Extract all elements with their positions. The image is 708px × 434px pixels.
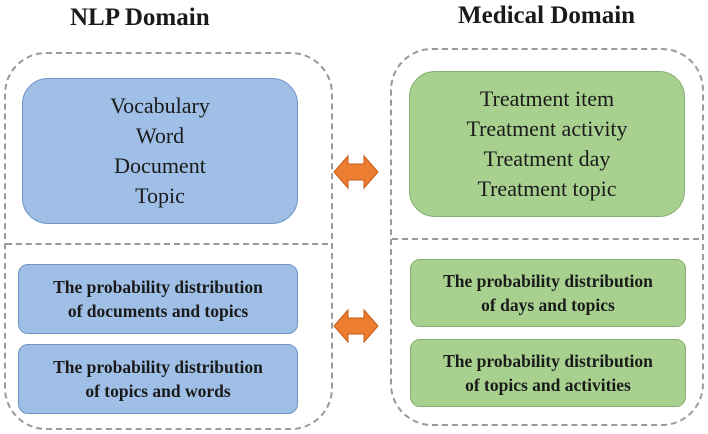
medical-domain-title: Medical Domain bbox=[458, 2, 636, 29]
medical-domain-panel bbox=[390, 48, 704, 426]
nlp-panel-divider bbox=[6, 243, 328, 245]
medical-concept-item: Treatment item bbox=[479, 86, 615, 111]
double-arrow-icon bbox=[333, 308, 379, 344]
double-arrow-icon bbox=[333, 154, 379, 190]
nlp-distribution-topics-words: The probability distribution of topics a… bbox=[18, 344, 298, 414]
nlp-concept-document: Document bbox=[114, 153, 206, 178]
medical-dist2-line2: of topics and activities bbox=[465, 375, 631, 395]
nlp-concept-vocabulary: Vocabulary bbox=[110, 93, 210, 118]
nlp-dist2-line2: of topics and words bbox=[85, 381, 231, 401]
medical-concepts-box: Treatment item Treatment activity Treatm… bbox=[409, 71, 685, 217]
medical-distribution-topics-activities: The probability distribution of topics a… bbox=[410, 339, 686, 407]
medical-dist1-line2: of days and topics bbox=[481, 295, 615, 315]
medical-concept-day: Treatment day bbox=[483, 146, 611, 171]
nlp-distribution-docs-topics: The probability distribution of document… bbox=[18, 264, 298, 334]
medical-panel-divider bbox=[392, 238, 699, 240]
nlp-dist1-line1: The probability distribution bbox=[53, 277, 263, 297]
nlp-concepts-box: Vocabulary Word Document Topic bbox=[22, 78, 298, 224]
nlp-concept-topic: Topic bbox=[135, 183, 185, 208]
medical-concept-activity: Treatment activity bbox=[466, 116, 628, 141]
nlp-domain-panel bbox=[4, 52, 333, 430]
medical-dist1-line1: The probability distribution bbox=[443, 271, 653, 291]
medical-concept-topic: Treatment topic bbox=[477, 176, 617, 201]
nlp-dist1-line2: of documents and topics bbox=[67, 301, 249, 321]
medical-dist2-line1: The probability distribution bbox=[443, 351, 653, 371]
nlp-dist2-line1: The probability distribution bbox=[53, 357, 263, 377]
nlp-domain-title: NLP Domain bbox=[70, 4, 210, 31]
nlp-concept-word: Word bbox=[135, 123, 185, 148]
medical-distribution-days-topics: The probability distribution of days and… bbox=[410, 259, 686, 327]
